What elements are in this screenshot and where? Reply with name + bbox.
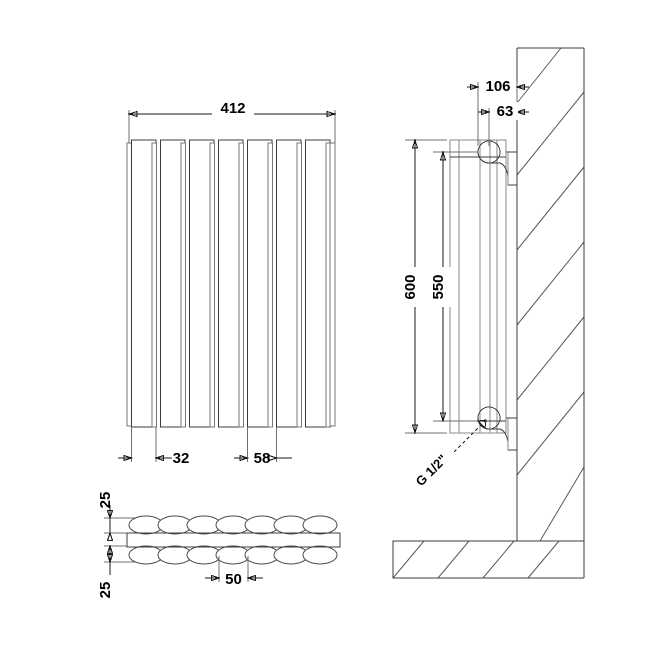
dimension-58: 58 (234, 450, 292, 467)
floor-hatch-1 (392, 540, 425, 579)
dimension-25-top: 25 (97, 492, 114, 541)
front-panel-3-edge (209, 142, 215, 428)
dimension-50: 50 (205, 571, 263, 588)
side-section-group: 106 63 600 550 (392, 40, 650, 586)
arrow-in-right-63 (515, 108, 525, 116)
wall-hatch-mask-right (584, 40, 650, 550)
dimension-label-32: 32 (173, 450, 190, 467)
arrow-in-right-106 (515, 83, 525, 91)
floor-hatch-3 (482, 540, 515, 579)
callout-leader-line (451, 419, 487, 455)
dimension-label-50: 50 (225, 571, 242, 588)
arrow-in-left-32 (123, 454, 134, 462)
arrow-in-right-50 (246, 574, 256, 582)
front-panel-5-edge (267, 142, 273, 428)
plan-tube-bottom-7 (302, 545, 338, 565)
callout-arrow (476, 419, 487, 430)
floor-hatch-2 (437, 540, 470, 579)
wall-body (516, 47, 585, 542)
front-panel-6-edge (296, 142, 302, 428)
dim-label-bg-550 (434, 267, 452, 307)
dimension-550: 550 (430, 150, 452, 423)
dimension-label-25-bottom: 25 (97, 582, 114, 599)
top-connection-assembly (450, 140, 517, 186)
dimension-label-550: 550 (430, 274, 447, 299)
dimension-63: 63 (478, 102, 529, 120)
wall-hatch-4 (516, 241, 585, 326)
plan-top-tube-row (128, 515, 338, 535)
wall-hatch-1 (516, 47, 562, 104)
dim-label-bg-63 (492, 102, 518, 120)
plan-tube-top-7 (302, 515, 338, 535)
wall-hatch-5 (516, 316, 585, 401)
arrow-up-25-top (106, 531, 114, 541)
arrow-in-left-63 (481, 108, 491, 116)
arrow-top-600 (411, 138, 419, 149)
arrow-bottom-550 (439, 412, 447, 423)
dimension-label-600: 600 (402, 274, 419, 299)
plan-bottom-tube-row (128, 545, 338, 565)
floor-hatch-group (392, 540, 560, 579)
wall-hatch-7 (539, 466, 585, 542)
arrow-left-412 (127, 110, 138, 118)
floor-hatch-4 (527, 540, 560, 579)
arrow-right-412 (326, 110, 337, 118)
wall-hatch-6 (516, 391, 585, 476)
floor-body (392, 540, 585, 579)
dim-label-bg-106 (481, 77, 515, 95)
dimension-600: 600 (402, 138, 424, 435)
floor-hatch-mask-right (584, 536, 650, 586)
dimension-label-63: 63 (497, 103, 514, 120)
dim-label-bg-600 (406, 267, 424, 307)
dimension-412: 412 (127, 100, 337, 118)
dimension-label-25-top: 25 (97, 492, 114, 509)
dim-label-bg-412 (212, 100, 254, 118)
dimension-label-106: 106 (485, 78, 510, 95)
radiator-side-profile (449, 139, 517, 451)
arrow-in-right-58 (268, 454, 279, 462)
arrow-in-left-106 (470, 83, 480, 91)
front-elevation-group: 412 (118, 100, 337, 467)
wall-hatch-2 (516, 91, 585, 176)
arrow-in-left-58 (239, 454, 250, 462)
plan-manifold-body (126, 532, 341, 548)
arrow-down-25-top (106, 510, 114, 520)
arrow-top-550 (439, 150, 447, 161)
dimension-label-58: 58 (254, 450, 271, 467)
dimension-25-bottom: 25 (97, 544, 114, 599)
wall-assembly (440, 40, 650, 550)
arrow-down-25-bottom (106, 554, 114, 564)
arrow-bottom-600 (411, 424, 419, 435)
front-panel-2-edge (180, 142, 186, 428)
front-panel-4-edge (238, 142, 244, 428)
wall-hatch-3 (516, 166, 585, 251)
front-right-end-bracket (329, 142, 336, 427)
front-panels-group (131, 139, 331, 428)
dimension-32: 32 (118, 450, 189, 467)
dimension-label-412: 412 (220, 100, 245, 117)
arrow-up-25-bottom (106, 544, 114, 554)
arrow-in-right-32 (154, 454, 164, 462)
dimension-106: 106 (467, 77, 529, 95)
arrow-in-left-50 (211, 574, 221, 582)
front-panel-1-edge (151, 142, 157, 428)
wall-hatch-group (516, 47, 585, 542)
plan-section-group: 25 25 (97, 492, 341, 599)
